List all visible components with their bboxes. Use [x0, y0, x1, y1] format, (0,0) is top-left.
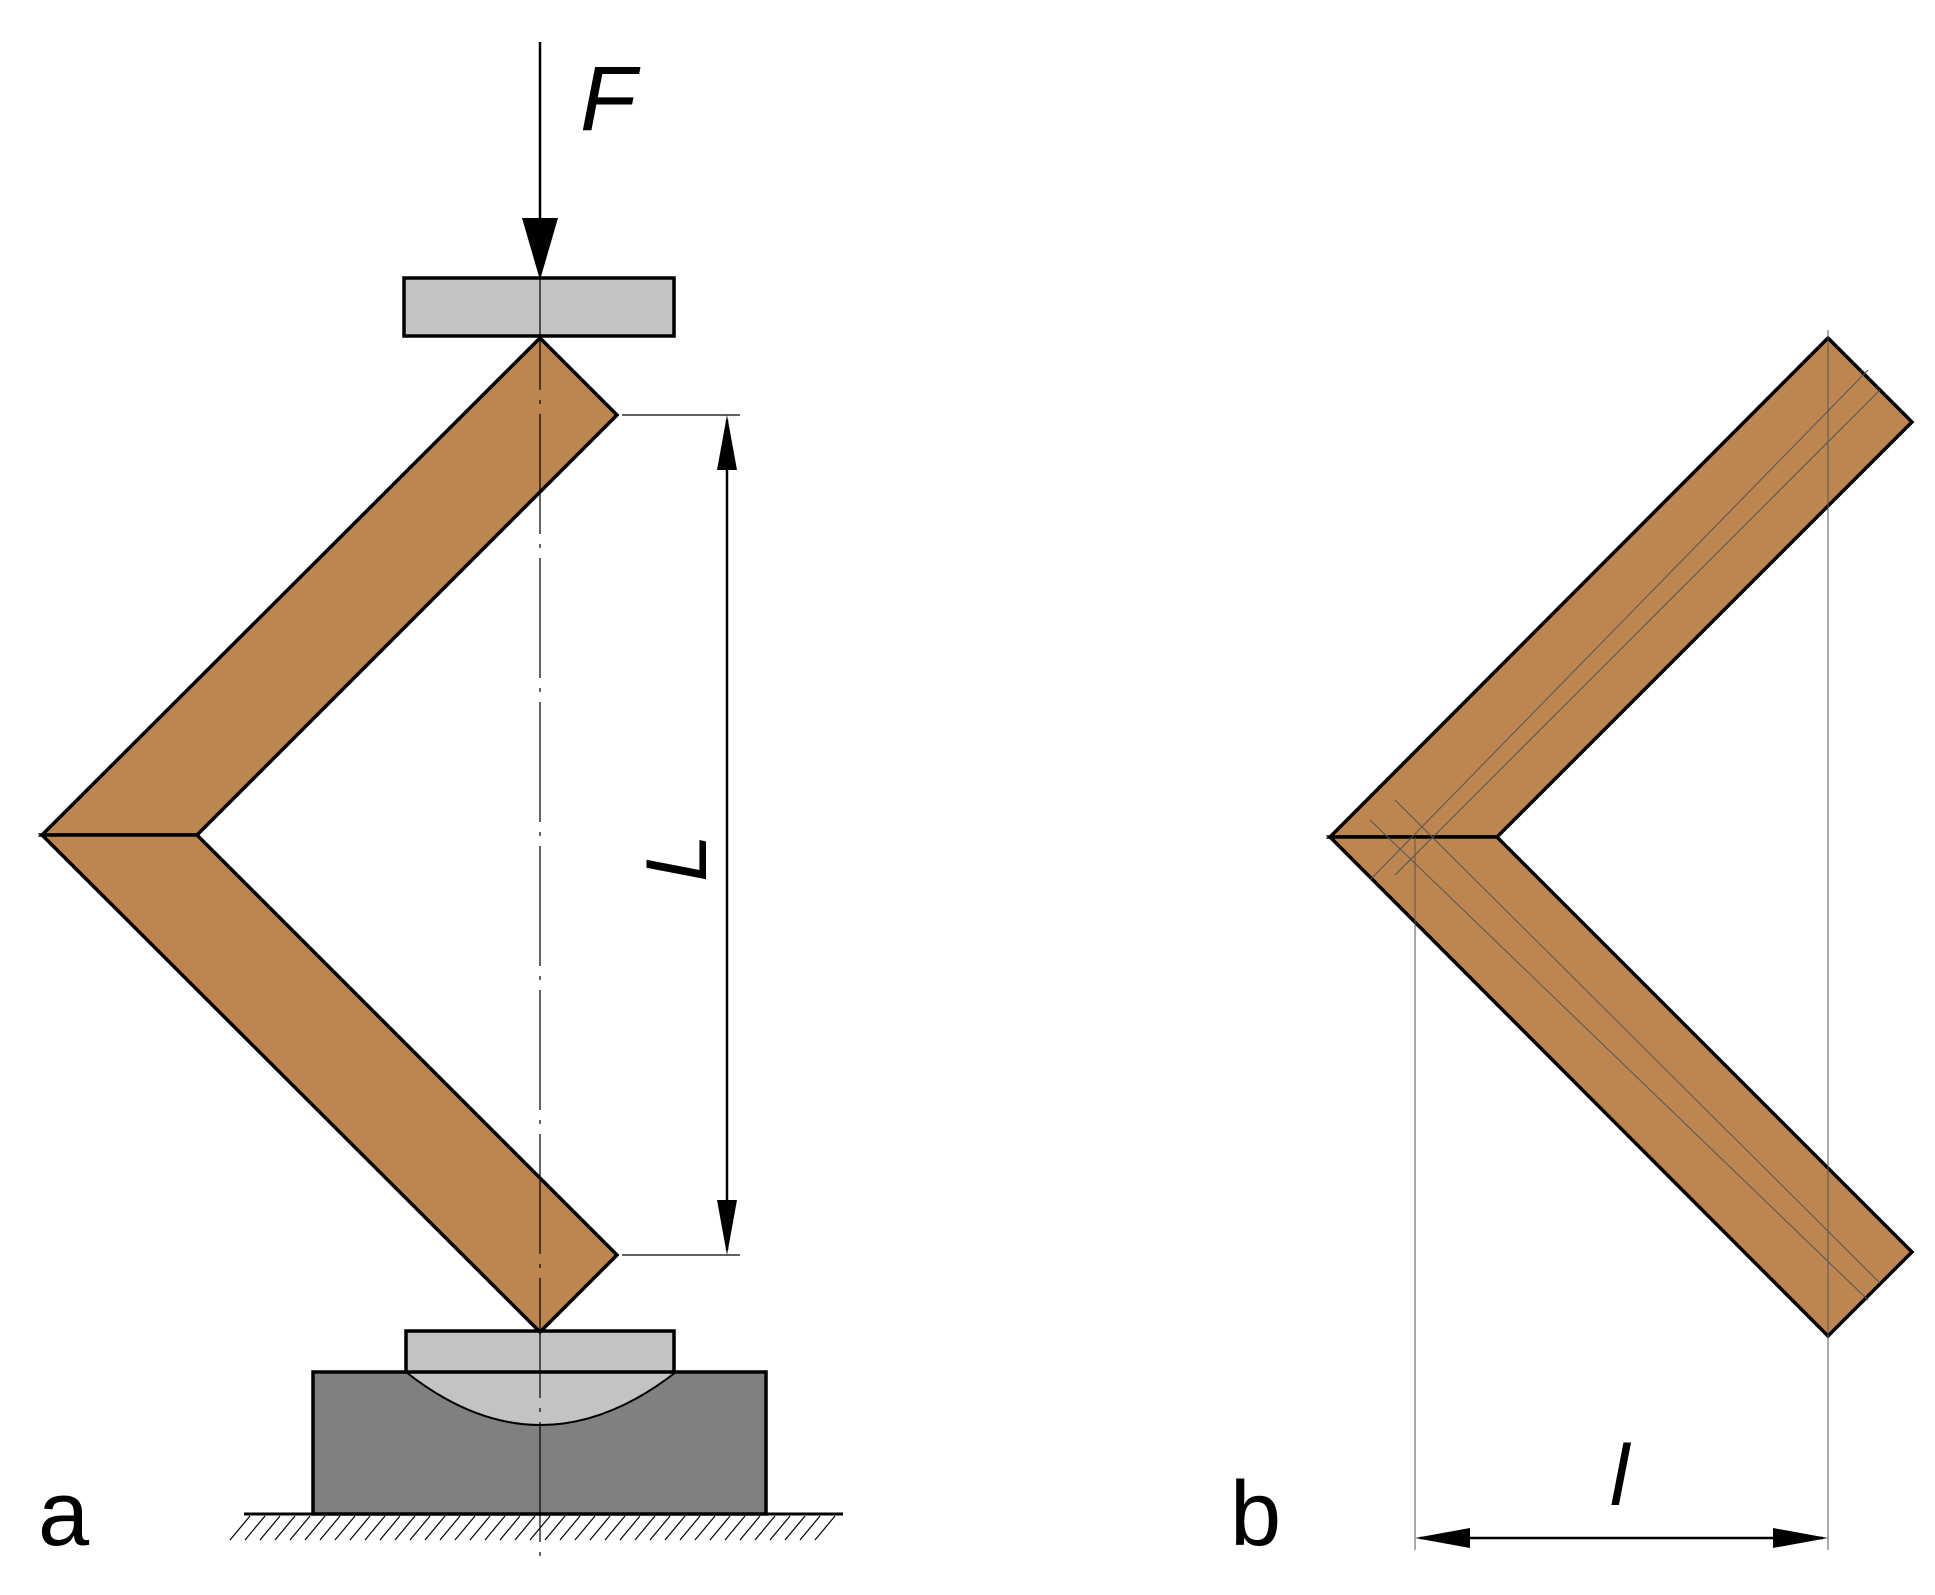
hatch-stroke — [589, 1515, 611, 1541]
hatch-stroke — [739, 1515, 761, 1541]
specimen-upper-arm — [37, 335, 620, 837]
hatch-stroke — [814, 1515, 836, 1541]
panel-label-b: b — [1230, 1463, 1281, 1565]
dimension-l-arrow-right — [1773, 1528, 1828, 1548]
hatch-stroke — [694, 1515, 716, 1541]
hatch-stroke — [634, 1515, 656, 1541]
hatch-stroke — [244, 1515, 266, 1541]
hatch-stroke — [544, 1515, 566, 1541]
hatch-stroke — [454, 1515, 476, 1541]
hatch-stroke — [574, 1515, 596, 1541]
hatch-stroke — [334, 1515, 356, 1541]
hatch-stroke — [514, 1515, 536, 1541]
arm-centerline-upper — [1369, 369, 1869, 881]
arm-centerline-lower-2 — [1394, 799, 1881, 1284]
hatch-stroke — [304, 1515, 326, 1541]
hatch-stroke — [274, 1515, 296, 1541]
hatch-stroke — [679, 1515, 701, 1541]
hatch-stroke — [289, 1515, 311, 1541]
hatch-stroke — [484, 1515, 506, 1541]
hatch-stroke — [784, 1515, 806, 1541]
dimension-label-L: L — [629, 834, 725, 882]
force-label: F — [580, 48, 641, 150]
panel-b: l b — [1230, 330, 1915, 1565]
panel-a: F L a — [37, 42, 843, 1565]
hatch-stroke — [559, 1515, 581, 1541]
hatch-stroke — [649, 1515, 671, 1541]
hatch-stroke — [409, 1515, 431, 1541]
arm-centerline-upper-2 — [1394, 389, 1881, 876]
hatch-stroke — [604, 1515, 626, 1541]
hatch-stroke — [364, 1515, 386, 1541]
arm-centerline-lower — [1369, 819, 1869, 1301]
hatch-stroke — [424, 1515, 446, 1541]
upper-plate — [402, 276, 676, 338]
specimen-lower-arm — [37, 833, 620, 1335]
specimen-b-lower-arm — [1325, 835, 1915, 1339]
hatch-stroke — [394, 1515, 416, 1541]
dimension-l-arrow-left — [1415, 1528, 1470, 1548]
panel-label-a: a — [38, 1463, 90, 1565]
hatch-stroke — [349, 1515, 371, 1541]
hatch-stroke — [769, 1515, 791, 1541]
hatch-stroke — [319, 1515, 341, 1541]
hatch-stroke — [499, 1515, 521, 1541]
hatch-stroke — [439, 1515, 461, 1541]
dimension-label-l: l — [1610, 1428, 1632, 1524]
force-arrowhead — [522, 218, 558, 280]
hatch-stroke — [379, 1515, 401, 1541]
hatch-stroke — [709, 1515, 731, 1541]
dimension-arrow-top — [717, 415, 737, 470]
hatch-stroke — [469, 1515, 491, 1541]
hatch-stroke — [259, 1515, 281, 1541]
ground-hatching — [229, 1515, 836, 1541]
hatch-stroke — [619, 1515, 641, 1541]
spherical-seat — [403, 1371, 679, 1426]
hatch-stroke — [664, 1515, 686, 1541]
hatch-stroke — [754, 1515, 776, 1541]
specimen-b-upper-arm — [1325, 335, 1915, 839]
hatch-stroke — [229, 1515, 251, 1541]
hatch-stroke — [799, 1515, 821, 1541]
dimension-arrow-bottom — [717, 1200, 737, 1255]
hatch-stroke — [724, 1515, 746, 1541]
